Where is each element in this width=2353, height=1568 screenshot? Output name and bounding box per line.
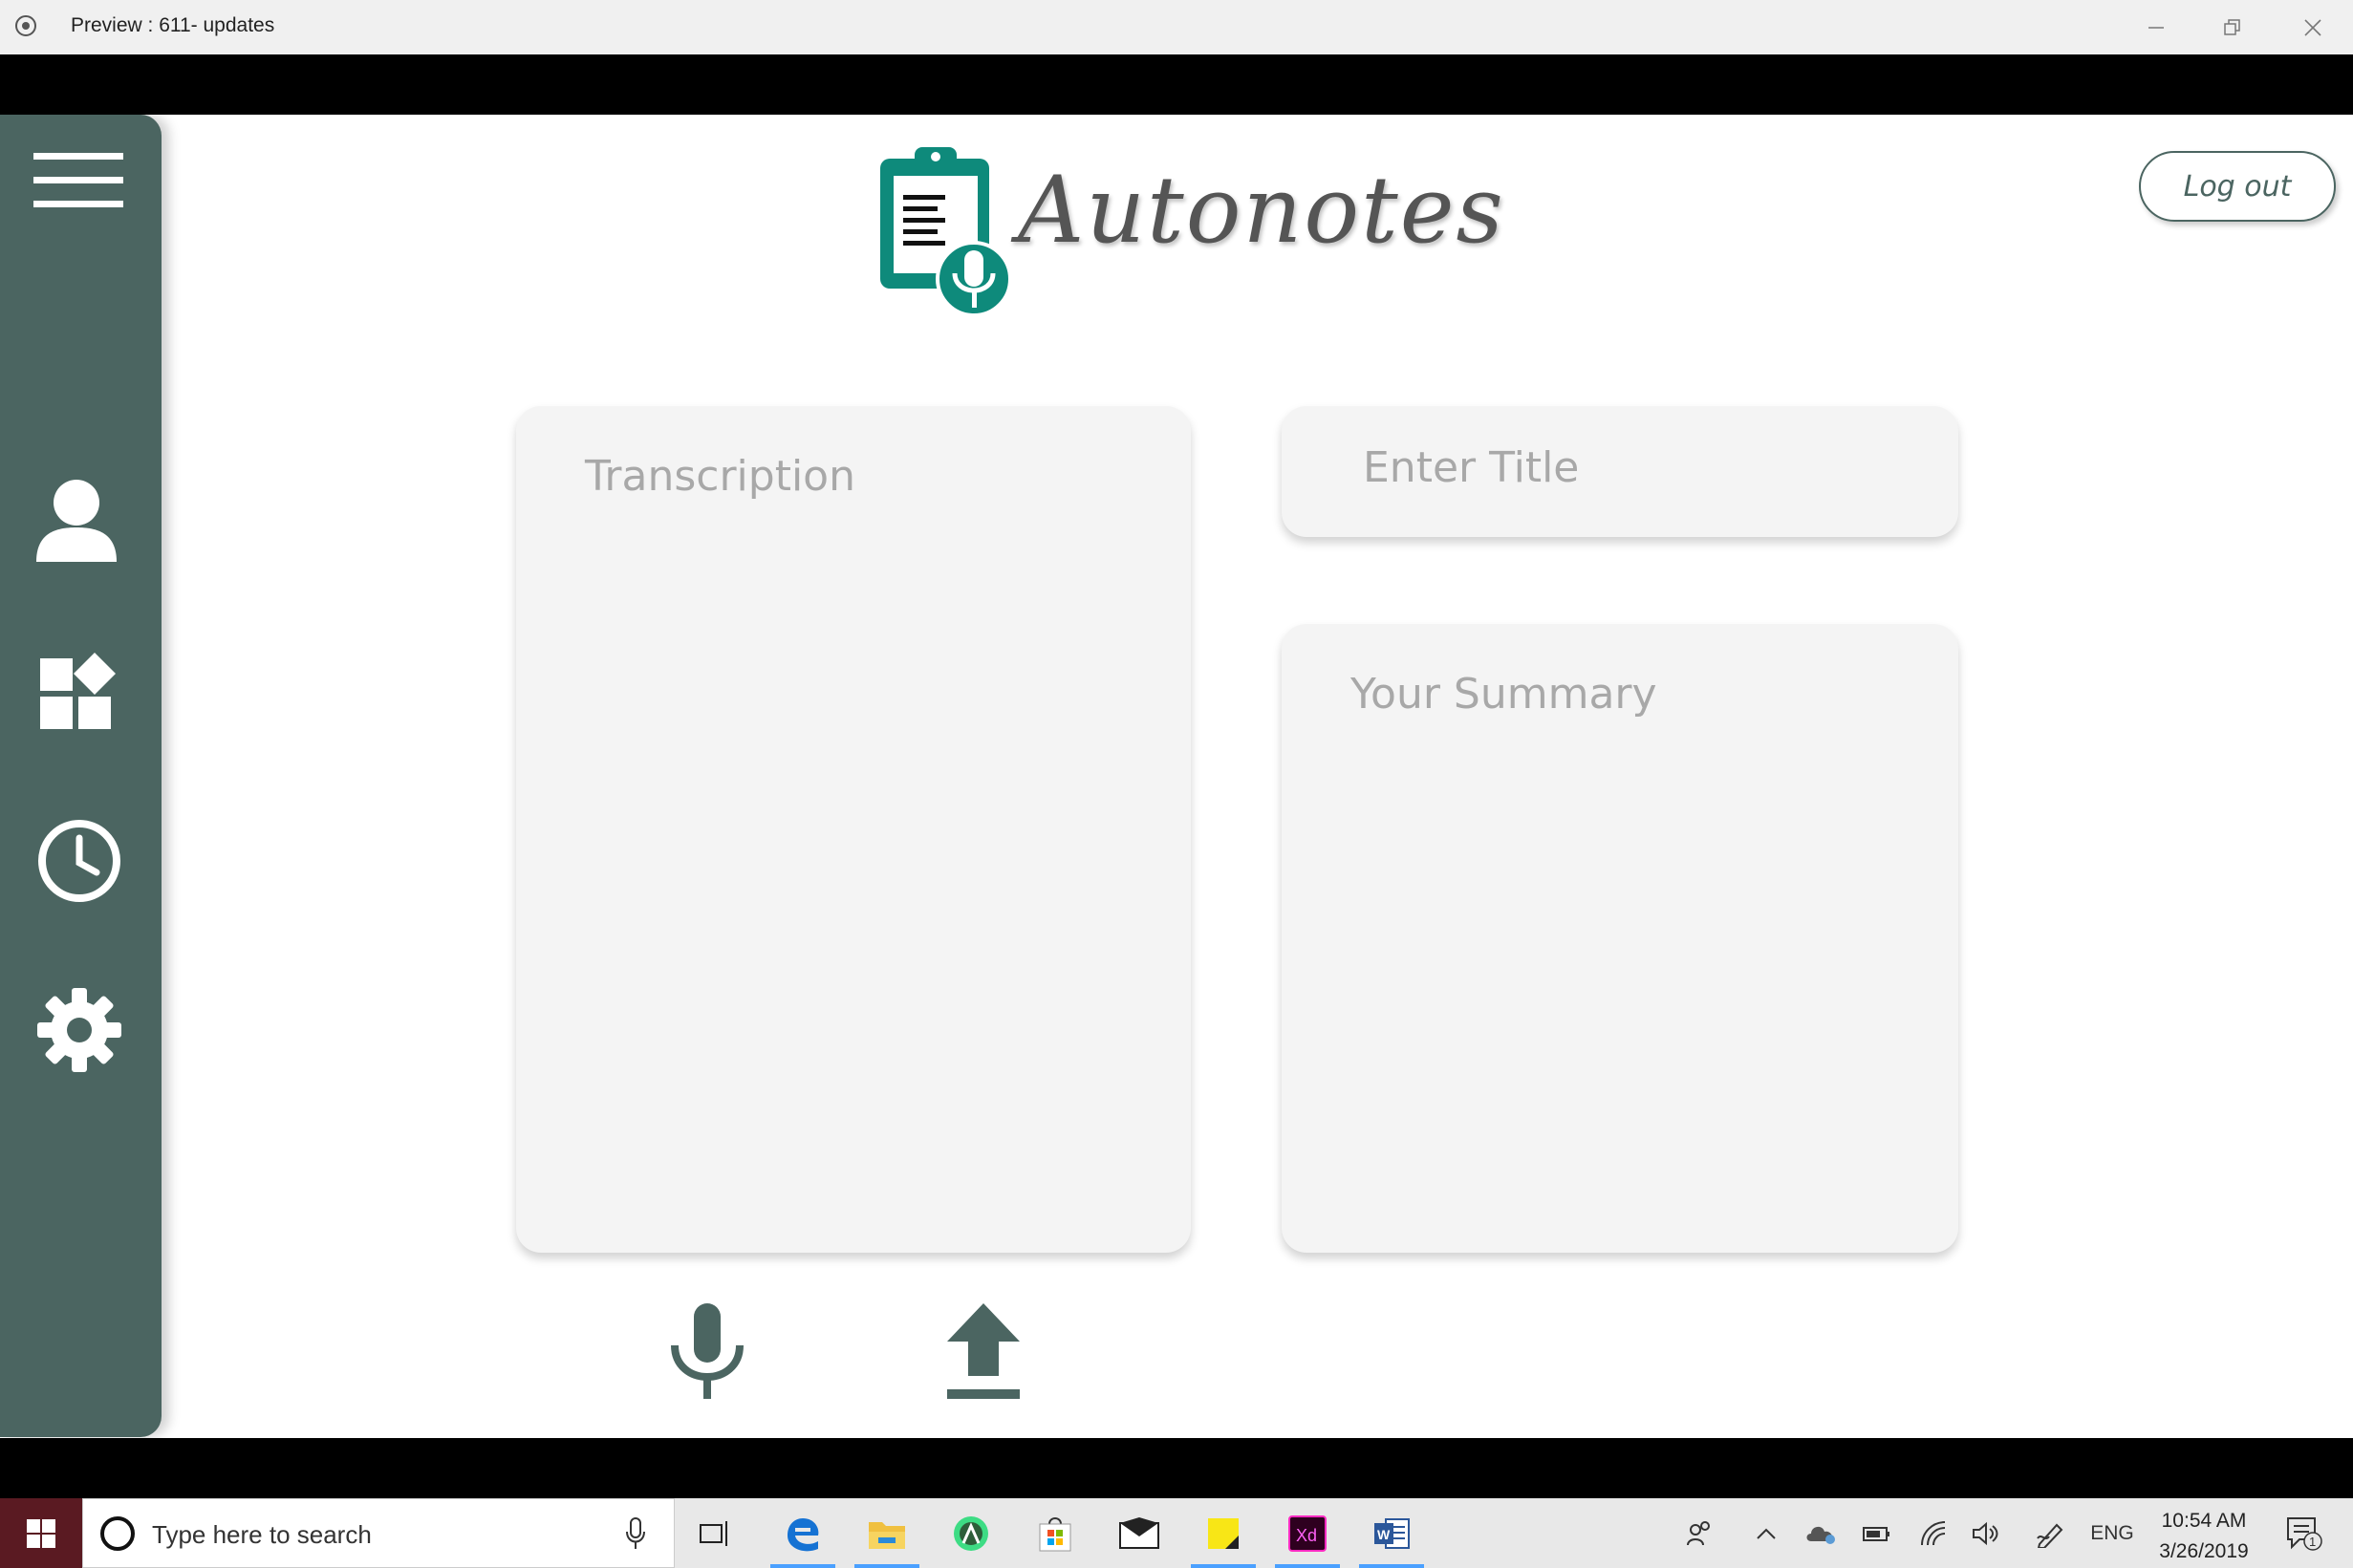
hamburger-menu-icon — [33, 153, 123, 207]
sticky-notes-icon — [1208, 1517, 1239, 1549]
summary-panel — [1282, 624, 1958, 1253]
network-button[interactable] — [1915, 1498, 1954, 1568]
sidebar-item-dashboard[interactable] — [27, 639, 132, 744]
task-view-button[interactable] — [679, 1498, 751, 1568]
cortana-icon — [100, 1516, 135, 1551]
clock-icon — [38, 820, 120, 902]
sidebar-item-settings[interactable] — [27, 977, 132, 1083]
people-button[interactable] — [1680, 1498, 1718, 1568]
sidebar-item-profile[interactable] — [27, 470, 132, 575]
store-icon — [1039, 1516, 1071, 1551]
close-icon — [2304, 18, 2321, 36]
sidebar — [0, 115, 162, 1437]
window-titlebar: Preview : 611- updates — [0, 0, 2353, 54]
people-icon — [1687, 1520, 1710, 1545]
task-view-icon — [700, 1520, 727, 1546]
app-canvas: Autonotes Log out — [0, 115, 2353, 1438]
microphone-icon — [671, 1303, 744, 1399]
word-icon: W — [1374, 1517, 1410, 1549]
taskbar-search-box[interactable] — [82, 1498, 675, 1568]
svg-text:Xd: Xd — [1296, 1526, 1317, 1545]
pen-icon — [2037, 1523, 2063, 1548]
clipboard-microphone-logo-icon — [880, 147, 1012, 315]
android-studio-icon — [954, 1515, 988, 1551]
brand-title: Autonotes — [1018, 157, 1505, 264]
mail-icon — [1119, 1516, 1159, 1549]
edge-icon — [788, 1517, 819, 1551]
taskbar-mail[interactable] — [1103, 1498, 1176, 1568]
upload-button[interactable] — [936, 1298, 1031, 1405]
adobe-xd-icon: Xd — [1288, 1514, 1327, 1552]
summary-textarea[interactable] — [1349, 668, 1895, 1207]
voice-search-icon[interactable] — [624, 1516, 647, 1551]
sidebar-item-menu[interactable] — [27, 128, 132, 233]
battery-icon — [1863, 1526, 1889, 1541]
sidebar-item-history[interactable] — [27, 808, 132, 913]
top-letterbox — [0, 54, 2353, 115]
start-button[interactable] — [0, 1498, 82, 1568]
wifi-icon — [1921, 1520, 1946, 1545]
taskbar-clock[interactable]: 10:54 AM 3/26/2019 — [2137, 1506, 2271, 1567]
gear-icon — [37, 988, 121, 1072]
battery-button[interactable] — [1858, 1498, 1896, 1568]
onedrive-cloud-icon — [1806, 1526, 1835, 1544]
user-icon — [36, 480, 117, 562]
upload-icon — [947, 1303, 1020, 1399]
minimize-icon — [2148, 26, 2164, 29]
clock-time: 10:54 AM — [2161, 1510, 2247, 1532]
minimize-button[interactable] — [2118, 0, 2194, 54]
app-icon — [15, 15, 36, 36]
action-center-button[interactable]: 1 — [2280, 1498, 2328, 1568]
taskbar: Xd W — [0, 1498, 2353, 1568]
file-explorer-icon — [869, 1521, 905, 1549]
title-input[interactable] — [1361, 442, 1883, 493]
taskbar-android-studio[interactable] — [935, 1498, 1007, 1568]
transcription-textarea[interactable] — [583, 450, 1128, 1199]
chevron-up-icon — [1757, 1528, 1776, 1539]
taskbar-edge[interactable] — [766, 1498, 839, 1568]
notification-count: 1 — [2309, 1535, 2316, 1549]
apps-grid-icon — [40, 653, 116, 729]
taskbar-adobe-xd[interactable]: Xd — [1271, 1498, 1344, 1568]
taskbar-word[interactable]: W — [1355, 1498, 1428, 1568]
taskbar-search-input[interactable] — [150, 1513, 594, 1557]
bottom-letterbox — [0, 1438, 2353, 1498]
show-hidden-icons-button[interactable] — [1749, 1498, 1783, 1568]
restore-icon — [2224, 18, 2240, 35]
restore-button[interactable] — [2194, 0, 2271, 54]
window-title: Preview : 611- updates — [71, 14, 275, 36]
svg-text:W: W — [1377, 1527, 1391, 1542]
logout-button[interactable]: Log out — [2139, 151, 2336, 222]
taskbar-file-explorer[interactable] — [851, 1498, 923, 1568]
windows-logo-icon — [27, 1518, 55, 1548]
speaker-icon — [1973, 1521, 1998, 1545]
taskbar-store[interactable] — [1019, 1498, 1091, 1568]
close-button[interactable] — [2275, 0, 2351, 54]
transcription-panel — [516, 406, 1191, 1253]
app-logo: Autonotes — [874, 143, 1503, 315]
language-indicator[interactable]: ENG — [2090, 1521, 2134, 1544]
notification-icon: 1 — [2287, 1516, 2322, 1551]
volume-button[interactable] — [1967, 1498, 2005, 1568]
record-button[interactable] — [659, 1298, 755, 1405]
windows-ink-button[interactable] — [2030, 1498, 2072, 1568]
onedrive-button[interactable] — [1803, 1498, 1841, 1568]
taskbar-sticky-notes[interactable] — [1187, 1498, 1260, 1568]
clock-date: 3/26/2019 — [2159, 1540, 2249, 1562]
title-panel — [1282, 406, 1958, 537]
